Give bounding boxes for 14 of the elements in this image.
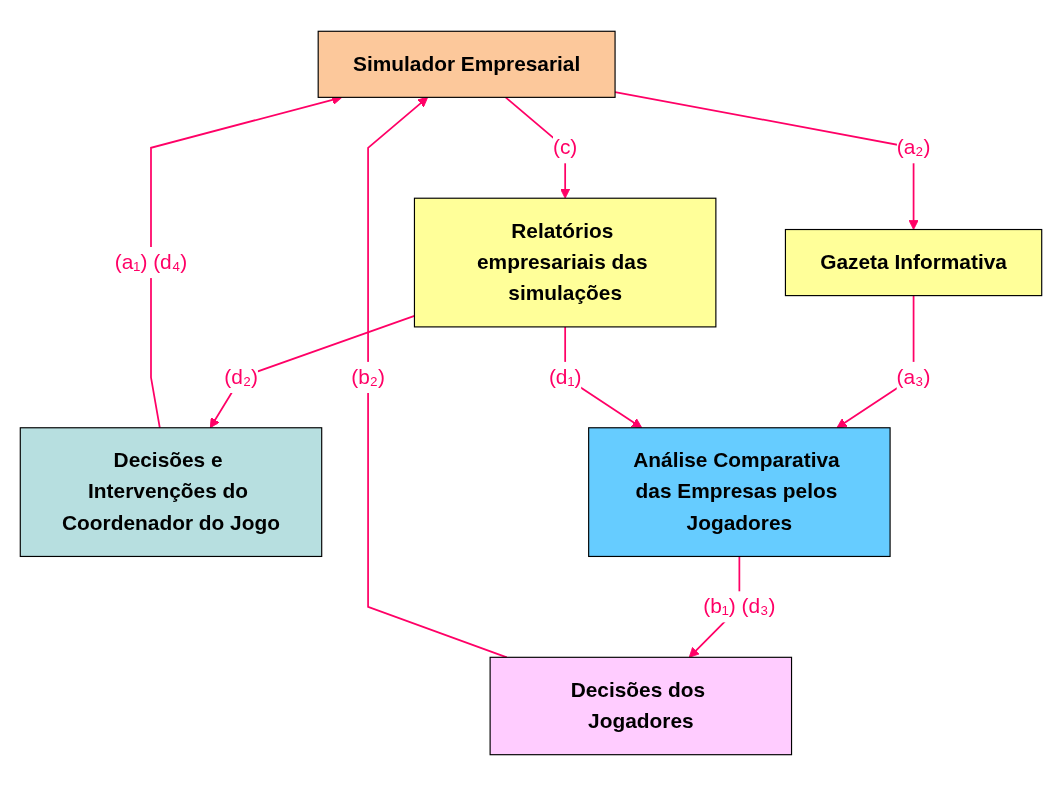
edge-label: (c) [552, 135, 578, 159]
edge-label: (a₁) (d₄) [114, 249, 188, 274]
node-box: Análise Comparativa das Empresas pelos Jogadores [588, 426, 891, 557]
edge-label: (a₂) [896, 135, 931, 159]
edge-label: (b₂) [351, 364, 385, 388]
node-box: Decisões dos Jogadores [489, 656, 793, 755]
edge-label: (d₁) [548, 364, 582, 388]
edge-label: (b₁) (d₃) [703, 594, 776, 618]
node-box: Relatórios empresariais das simulações [413, 197, 717, 327]
node-box: Simulador Empresarial [317, 30, 616, 98]
edge-label: (d₂) [224, 364, 258, 388]
edge-label: (a₃) [896, 364, 931, 388]
node-box: Gazeta Informativa [784, 228, 1043, 296]
node-box: Decisões e Intervenções do Coordenador do Jogo [19, 426, 323, 557]
